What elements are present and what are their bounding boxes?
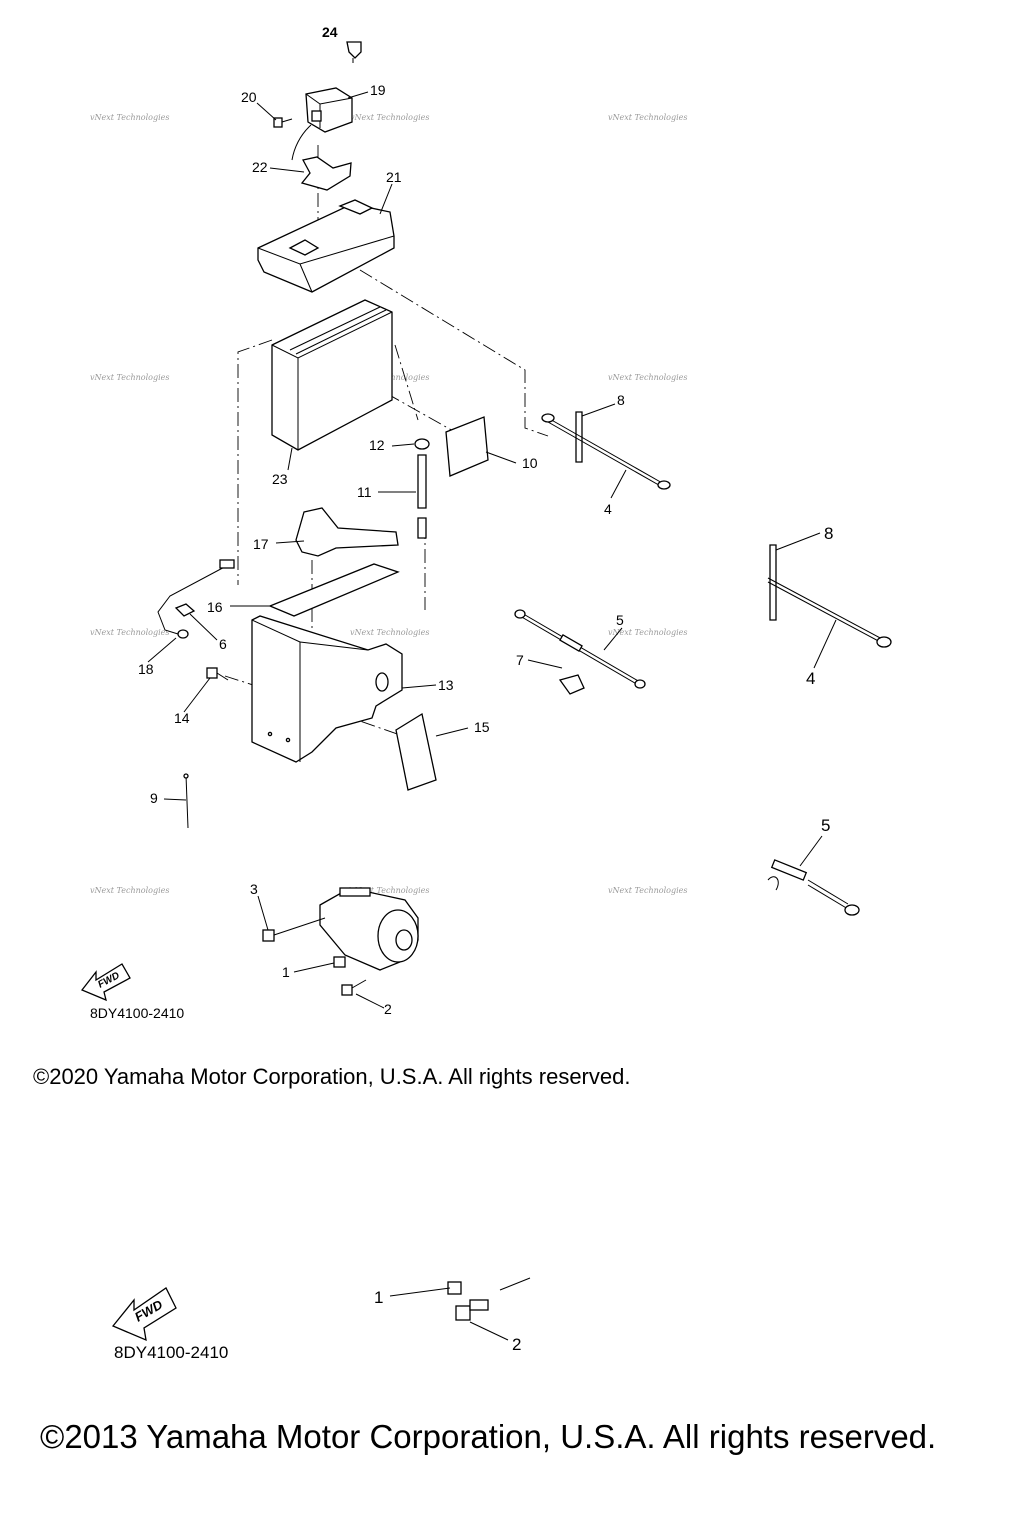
- callout-10: 10: [522, 455, 538, 471]
- callout-7: 7: [516, 652, 524, 668]
- starter-motor: [319, 887, 419, 971]
- detail-ground-lead: 8 4: [767, 524, 892, 688]
- detail-starter-cable: 5: [767, 816, 860, 916]
- callout-2: 2: [384, 1001, 392, 1017]
- part-13-battery-box: [251, 615, 403, 763]
- fwd-arrow-icon: FWD: [80, 963, 131, 1002]
- part-17-battery-band: [295, 507, 399, 557]
- callout-5: 5: [616, 612, 624, 628]
- part-20-bolt: [273, 117, 293, 128]
- part-23-battery: [271, 299, 393, 451]
- callout-14: 14: [174, 710, 190, 726]
- part-5-starter-cable: [514, 609, 646, 689]
- detail-fwd-arrow-icon: FWD: [111, 1287, 177, 1342]
- part-16-sheet: [268, 563, 400, 617]
- callout-22: 22: [252, 159, 268, 175]
- detail-diagram-code: 8DY4100-2410: [114, 1343, 228, 1362]
- detail-callout-1: 1: [374, 1288, 383, 1307]
- part-12-cap: [414, 438, 430, 450]
- callout-20: 20: [241, 89, 257, 105]
- callout-13: 13: [438, 677, 454, 693]
- callout-12: 12: [369, 437, 385, 453]
- callout-11: 11: [357, 484, 372, 500]
- part-18-lead-wire: [157, 559, 235, 639]
- callout-15: 15: [474, 719, 490, 735]
- watermark: vNext Technologies: [608, 628, 687, 637]
- part-15-plate: [395, 712, 437, 791]
- callout-4: 4: [604, 501, 612, 517]
- callout-leaders: [147, 91, 627, 1009]
- part-11-breather-hose: [417, 454, 427, 539]
- watermarks: vNext Technologies vNext Technologies vN…: [90, 113, 687, 895]
- part-14-bolt: [206, 667, 229, 681]
- callout-6: 6: [219, 636, 227, 652]
- callout-24: 24: [322, 24, 338, 40]
- watermark: vNext Technologies: [90, 886, 169, 895]
- callout-21: 21: [386, 169, 402, 185]
- watermark: vNext Technologies: [608, 373, 687, 382]
- callout-23: 23: [272, 471, 288, 487]
- callout-labels: 24 20 19 22 21 8 12 10 23 11 4 17 16 5 6…: [138, 24, 625, 1017]
- callout-19: 19: [370, 82, 386, 98]
- part-9-cable-tie: [183, 773, 189, 829]
- watermark: vNext Technologies: [350, 628, 429, 637]
- part-19-starter-relay: [291, 87, 353, 161]
- part-10-label: [445, 416, 489, 477]
- part-3-bolt: [262, 917, 326, 942]
- callout-9: 9: [150, 790, 158, 806]
- diagram-code: 8DY4100-2410: [90, 1005, 184, 1021]
- detail-callout-2: 2: [512, 1335, 521, 1354]
- callout-17: 17: [253, 536, 269, 552]
- watermark: vNext Technologies: [90, 628, 169, 637]
- detail-nut-bolt: 1 2: [374, 1277, 531, 1354]
- detail-callout-5: 5: [821, 816, 830, 835]
- detail-callout-4: 4: [806, 669, 815, 688]
- callout-3: 3: [250, 881, 258, 897]
- watermark: vNext Technologies: [350, 113, 429, 122]
- part-2-bolt: [341, 979, 367, 996]
- part-24-fuse: [346, 41, 362, 63]
- part-1-nut: [333, 956, 346, 968]
- part-22-bracket: [300, 156, 352, 191]
- callout-8: 8: [617, 392, 625, 408]
- watermark: vNext Technologies: [608, 886, 687, 895]
- part-7-cover: [558, 674, 585, 695]
- part-21-battery-cover: [257, 199, 395, 293]
- copyright-notice-2020: ©2020 Yamaha Motor Corporation, U.S.A. A…: [33, 1064, 631, 1089]
- callout-1: 1: [282, 964, 290, 980]
- callout-18: 18: [138, 661, 154, 677]
- part-8-4-ground-lead: [541, 411, 671, 490]
- watermark: vNext Technologies: [608, 113, 687, 122]
- watermark: vNext Technologies: [90, 113, 169, 122]
- watermark: vNext Technologies: [90, 373, 169, 382]
- detail-callout-8: 8: [824, 524, 833, 543]
- callout-16: 16: [207, 599, 223, 615]
- copyright-notice-2013: ©2013 Yamaha Motor Corporation, U.S.A. A…: [40, 1418, 937, 1455]
- watermark: vNext Technologies: [350, 886, 429, 895]
